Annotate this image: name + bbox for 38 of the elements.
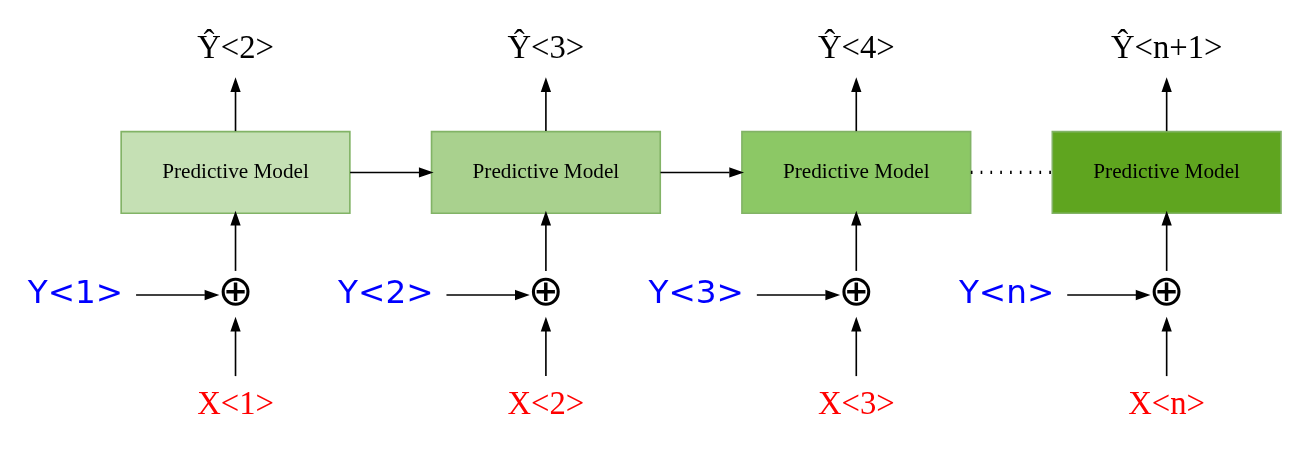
arrow xyxy=(135,289,220,300)
node-text: Y<3> xyxy=(648,272,744,311)
node-text: Ŷ<4> xyxy=(817,28,895,65)
arrow xyxy=(540,76,552,132)
node-box: Predictive Model xyxy=(120,130,351,214)
node-text: Y<n> xyxy=(958,272,1055,311)
arrow xyxy=(659,166,745,178)
arrow xyxy=(851,76,862,132)
node-text: X<3> xyxy=(817,384,895,421)
arrow xyxy=(1161,76,1172,132)
node-text: Y<1> xyxy=(27,272,124,311)
arrow xyxy=(851,210,862,272)
arrow xyxy=(230,76,241,132)
node-text: Y<2> xyxy=(338,272,434,311)
arrow xyxy=(445,289,530,300)
node-box: Predictive Model xyxy=(1051,130,1282,214)
node-text: X<n> xyxy=(1128,384,1206,421)
arrow xyxy=(1066,289,1151,300)
node-text: Ŷ<3> xyxy=(507,28,585,65)
arrow xyxy=(540,316,552,377)
arrow xyxy=(230,210,241,272)
node-text: ⊕ xyxy=(838,265,875,315)
node-text: X<2> xyxy=(507,384,585,421)
arrow xyxy=(540,210,552,272)
node-text: ⊕ xyxy=(528,265,564,315)
arrow xyxy=(756,289,841,300)
node-text: ⊕ xyxy=(1148,265,1185,315)
node-text: ⊕ xyxy=(217,265,254,315)
arrow xyxy=(230,316,241,377)
arrow xyxy=(1161,316,1172,377)
node-box: Predictive Model xyxy=(430,130,662,214)
arrow xyxy=(349,166,434,178)
node-text: Ŷ<n+1> xyxy=(1110,28,1223,65)
node-box: Predictive Model xyxy=(741,130,972,214)
node-text: X<1> xyxy=(197,384,274,421)
arrow xyxy=(1161,210,1172,272)
node-text: Ŷ<2> xyxy=(197,28,274,65)
arrow xyxy=(851,316,862,377)
